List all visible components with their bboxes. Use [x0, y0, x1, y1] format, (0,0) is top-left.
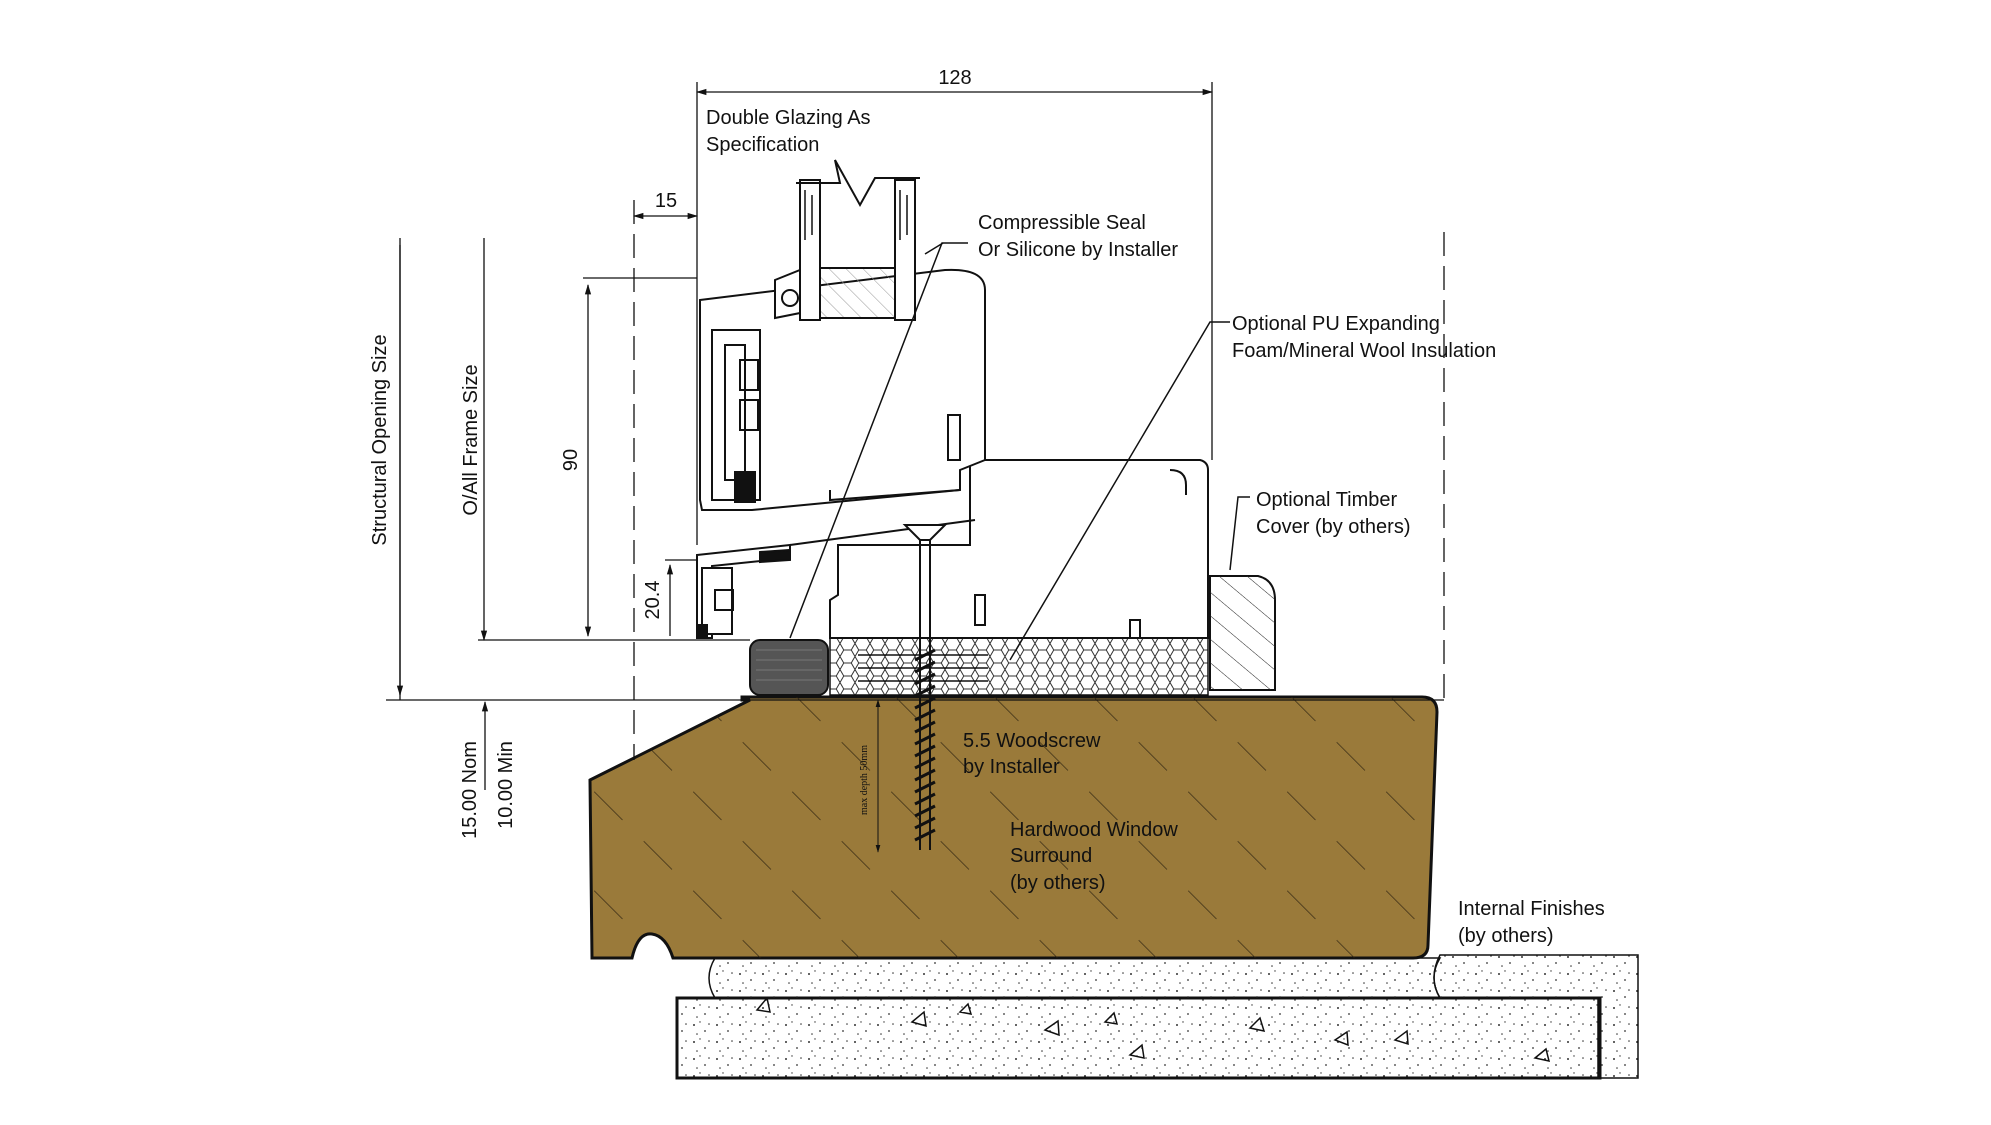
- surround-label-2: Surround: [1010, 845, 1092, 867]
- dimension-lines: [386, 82, 1445, 790]
- screw-depth-text: max depth 50mm: [859, 745, 870, 815]
- double-glazing: [796, 159, 920, 321]
- seal-label-2: Or Silicone by Installer: [978, 239, 1178, 261]
- window-frame-profile: [696, 266, 1209, 639]
- seal-label-1: Compressible Seal: [978, 212, 1146, 234]
- glazing-label-2: Specification: [706, 134, 819, 156]
- cover-label-1: Optional Timber: [1256, 489, 1398, 511]
- compressible-seal: [749, 639, 829, 696]
- surround-label-1: Hardwood Window: [1010, 819, 1178, 841]
- concrete-floor: [675, 954, 1639, 1080]
- surround-label-3: (by others): [1010, 872, 1106, 894]
- foam-label-1: Optional PU Expanding: [1232, 313, 1440, 335]
- finishes-label-2: (by others): [1458, 925, 1554, 947]
- foam-label-2: Foam/Mineral Wool Insulation: [1232, 340, 1496, 362]
- leader-lines: [789, 242, 1250, 661]
- labels: 128 15 90 20.4 Structural Opening Size O…: [369, 67, 1605, 947]
- dim-20-4: 20.4: [642, 581, 664, 620]
- overall-frame-label: O/All Frame Size: [460, 364, 482, 515]
- structural-opening-label: Structural Opening Size: [369, 334, 391, 545]
- woodscrew: max depth 50mm: [858, 524, 988, 853]
- hardwood-surround: [588, 695, 1439, 960]
- cover-label-2: Cover (by others): [1256, 516, 1411, 538]
- screw-label-1: 5.5 Woodscrew: [963, 730, 1101, 752]
- nominal-gap-label: 15.00 Nom: [459, 741, 481, 839]
- dim-90: 90: [560, 449, 582, 471]
- finishes-label-1: Internal Finishes: [1458, 898, 1605, 920]
- timber-cover: [1209, 575, 1276, 691]
- insulation: [829, 637, 1209, 696]
- dim-128: 128: [938, 67, 971, 89]
- dim-15: 15: [655, 190, 677, 212]
- minimum-gap-label: 10.00 Min: [495, 741, 517, 829]
- screw-label-2: by Installer: [963, 756, 1060, 778]
- glazing-label-1: Double Glazing As: [706, 107, 871, 129]
